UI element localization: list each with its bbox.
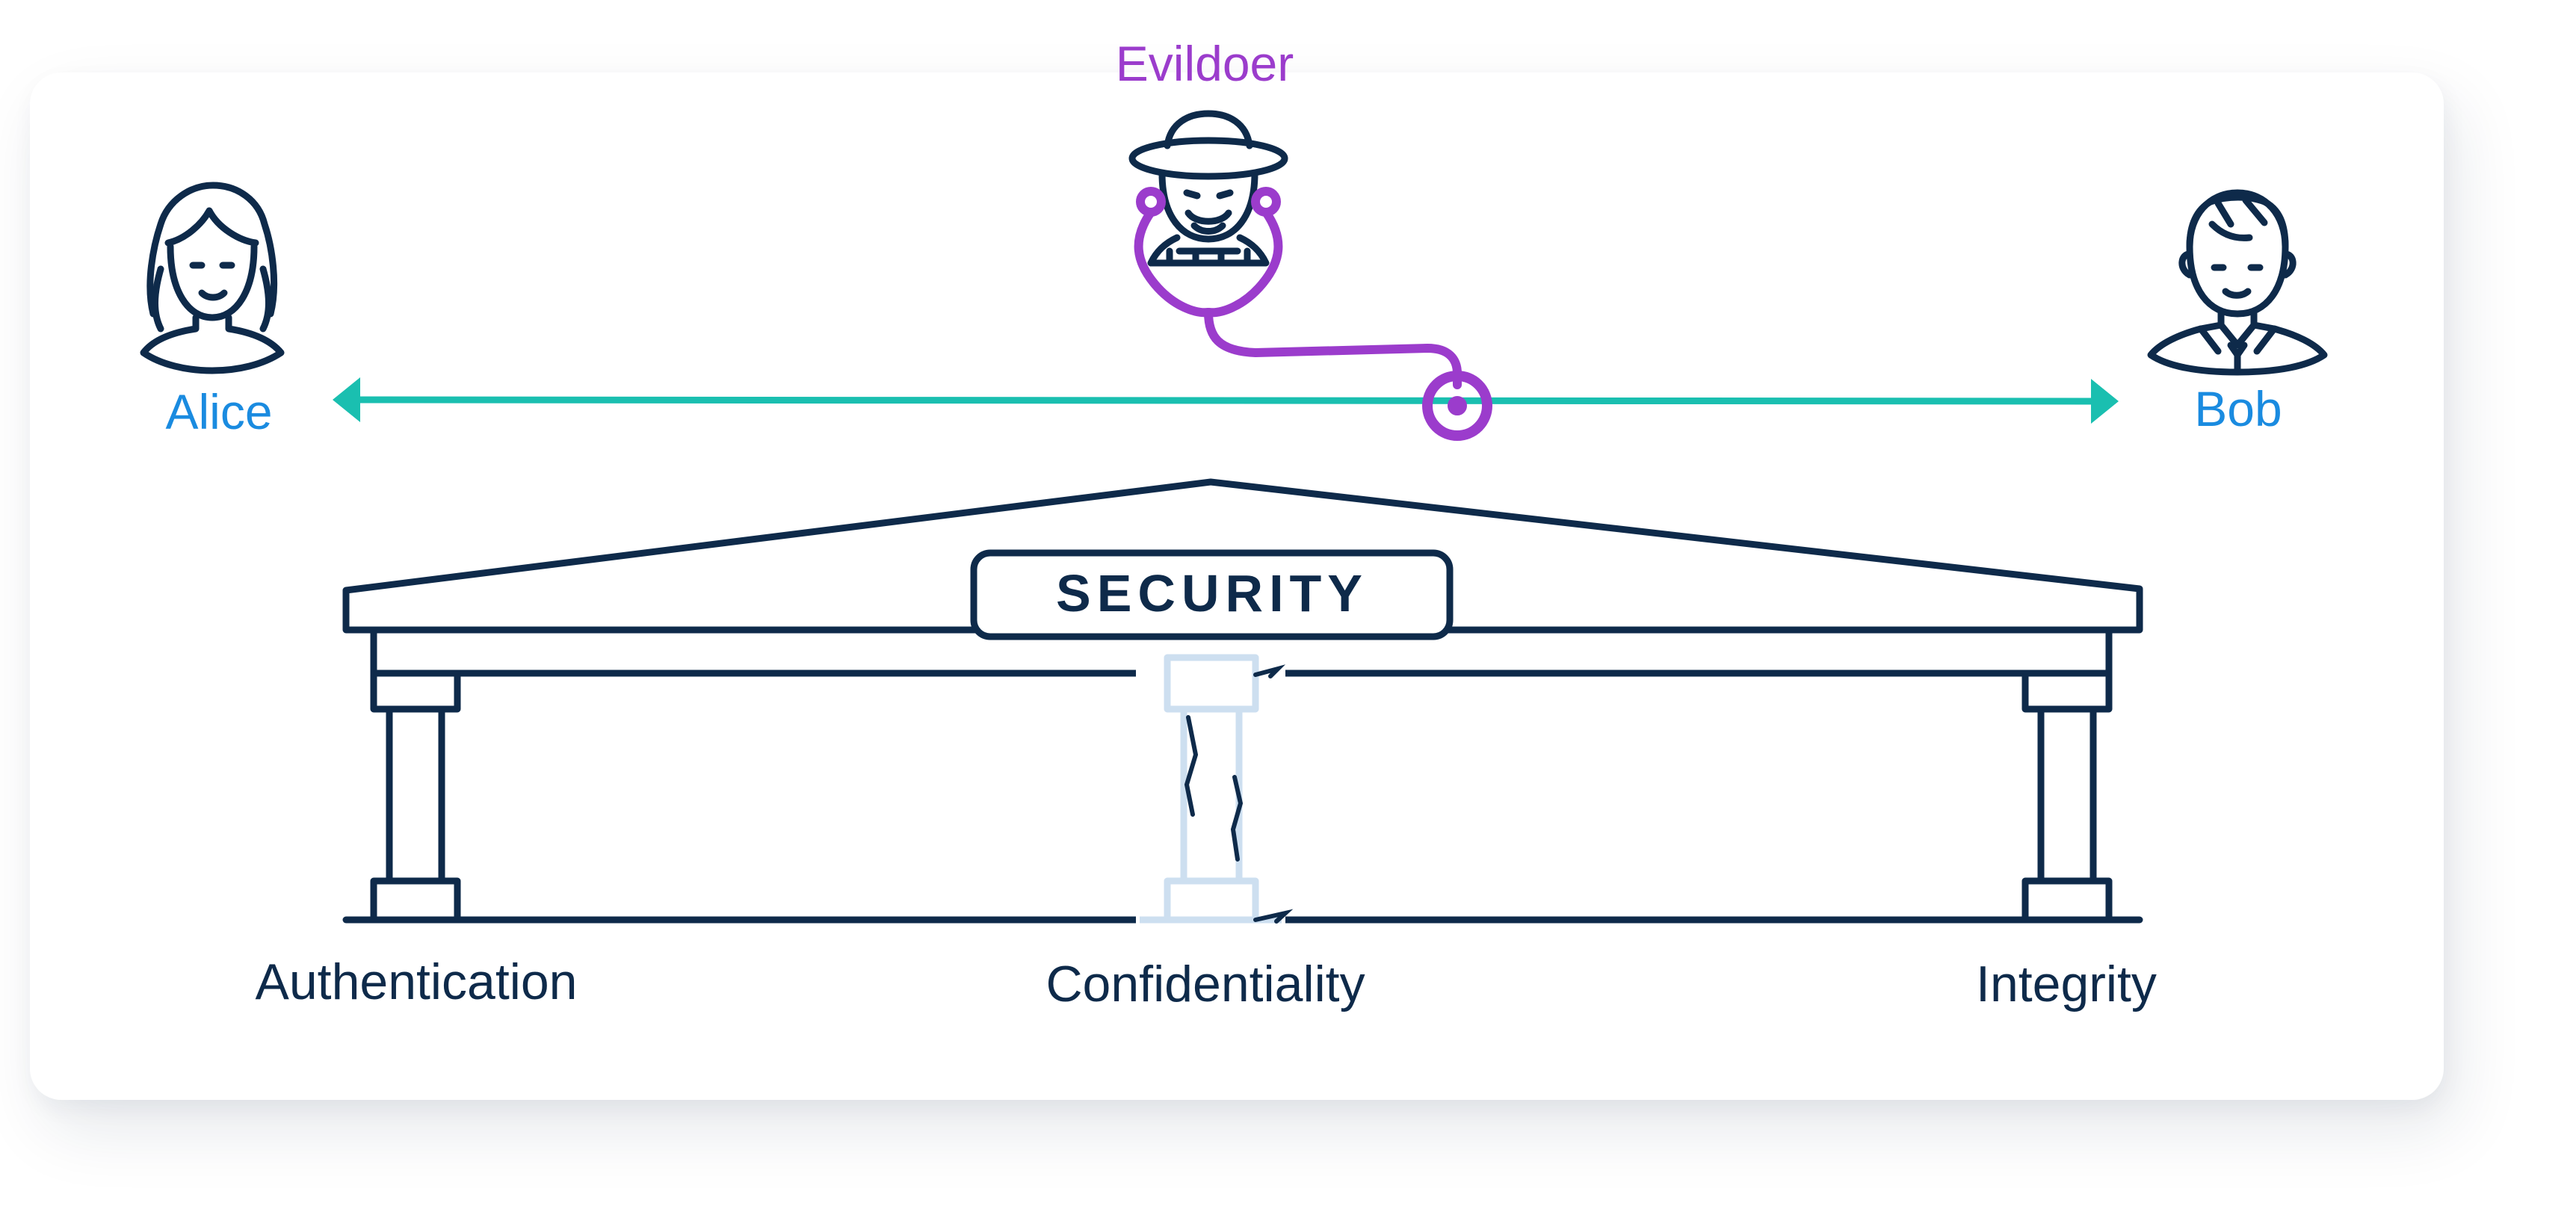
bob-label: Bob [2194,381,2282,436]
pillar-confidentiality-broken [1136,626,1294,930]
pillar-authentication [370,670,461,924]
stethoscope-icon [1134,187,1492,441]
bob-icon [2147,189,2328,376]
evildoer-icon [1128,110,1288,267]
alice-label: Alice [165,384,272,439]
authentication-label: Authentication [256,953,578,1010]
pillar-integrity [2021,670,2113,924]
security-sign: SECURITY [970,549,1454,640]
security-sign-label: SECURITY [1056,564,1368,622]
arrow-right-icon [2091,379,2119,424]
integrity-label: Integrity [1976,956,2157,1012]
security-building [342,478,2143,924]
communication-line [333,377,2119,424]
arrow-left-icon [333,377,360,422]
alice-icon [140,182,285,374]
confidentiality-label: Confidentiality [1045,956,1365,1012]
evildoer-label: Evildoer [1116,36,1294,91]
